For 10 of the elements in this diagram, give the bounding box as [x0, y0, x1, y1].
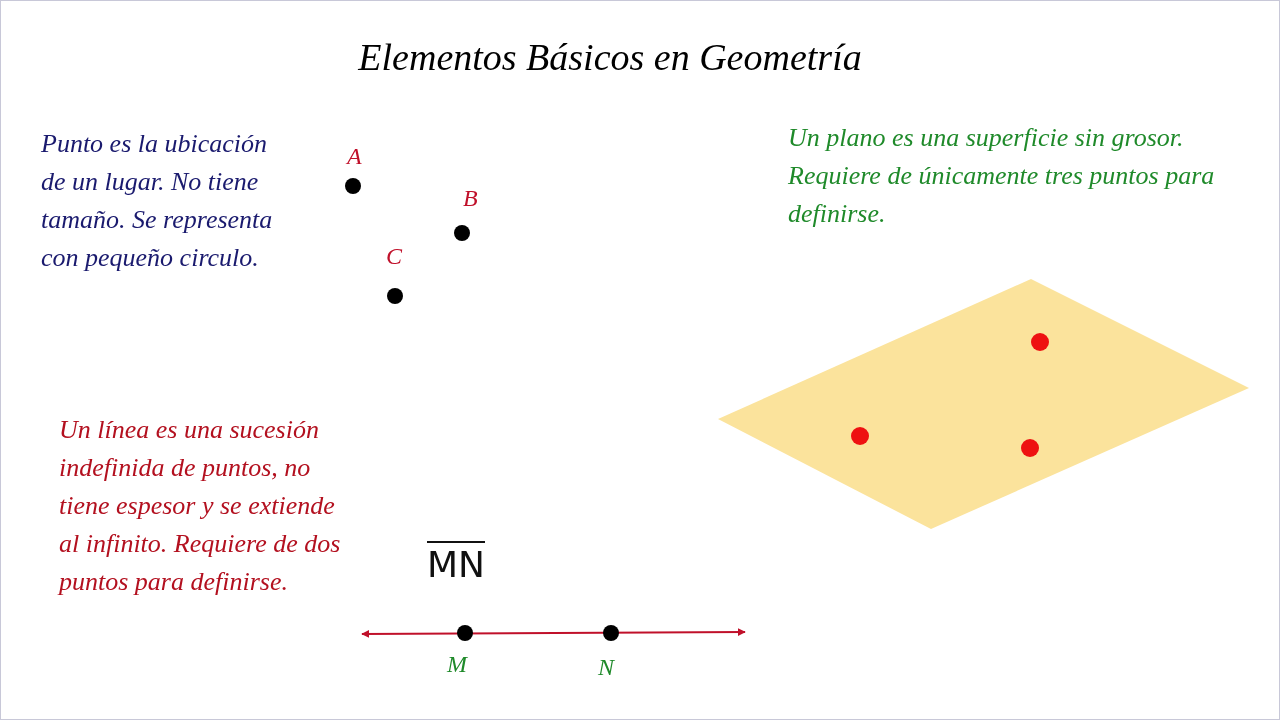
description-text: Punto es la ubicación de un lugar. No tiene tamaño. Se representa con pequeño circulo.	[41, 128, 274, 274]
title: Elementos Básicos en Geometría	[357, 35, 863, 80]
segment-notation: MN	[427, 541, 485, 585]
description-text: Un línea es una sucesión indefinida de puntos, no tiene espesor y se extiende al infinito. Requiere de dos puntos para definirse.	[59, 414, 342, 598]
point-label: A	[347, 142, 362, 171]
point-label: M	[447, 650, 467, 679]
description-text: Un plano es una superficie sin grosor. Requiere de únicamente tres puntos para definirse.	[788, 122, 1216, 230]
point-label: C	[386, 242, 402, 271]
point-label: B	[463, 184, 478, 213]
point-label: N	[598, 653, 614, 682]
